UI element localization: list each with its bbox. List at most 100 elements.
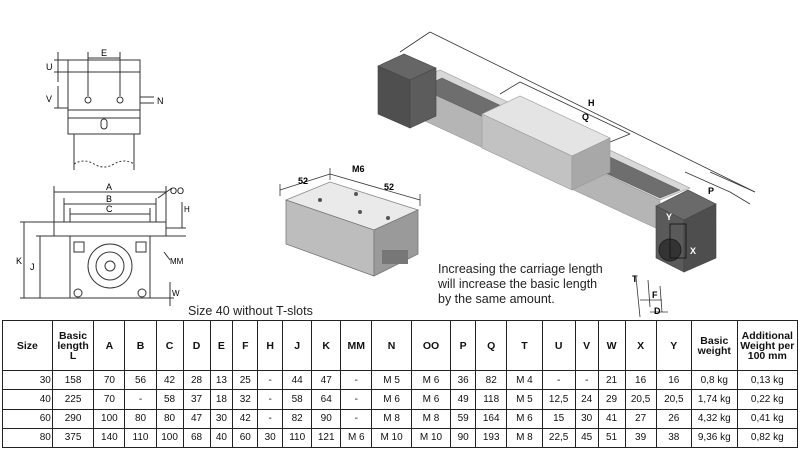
actuator-label-t: T	[632, 274, 638, 284]
header-x: X	[624, 320, 657, 371]
table-cell: 42	[232, 408, 259, 429]
header-a: A	[93, 320, 126, 371]
header-p: P	[450, 320, 477, 371]
header-mm: MM	[340, 320, 373, 371]
table-cell: 22,5	[541, 427, 576, 449]
label-j: J	[30, 262, 35, 272]
table-cell: 70	[93, 369, 126, 391]
end-block-right-side	[683, 203, 717, 273]
table-cell: 140	[93, 427, 126, 449]
actuator-label-f: F	[652, 290, 658, 300]
label-h: H	[184, 205, 190, 214]
size40-caption: Size 40 without T-slots	[188, 304, 313, 318]
table-cell: M 6	[340, 427, 373, 449]
table-cell: 90	[311, 408, 342, 429]
table-cell: 44	[282, 369, 313, 391]
table-cell: 70	[93, 389, 126, 410]
label-v: V	[46, 94, 52, 104]
header-h: H	[257, 320, 284, 371]
header-n: N	[371, 320, 412, 371]
header-v: V	[574, 320, 599, 371]
table-cell: 60	[2, 408, 53, 429]
label-mm: MM	[170, 257, 184, 266]
actuator-drawing: H Q P Y X T F D	[377, 31, 756, 318]
table-cell: 51	[597, 427, 626, 449]
table-cell: 15	[541, 408, 576, 429]
actuator-label-d: D	[654, 306, 661, 316]
header-c: C	[155, 320, 184, 371]
table-cell: M 6	[410, 389, 452, 410]
table-cell: 58	[282, 389, 313, 410]
table-cell: 21	[597, 369, 626, 391]
table-cell: 20,5	[624, 389, 657, 410]
dimension-table: Size Basic length L A B C D E F H J K MM…	[2, 320, 799, 449]
header-u: U	[541, 320, 576, 371]
table-cell: 90	[450, 427, 477, 449]
label-e: E	[101, 48, 107, 58]
table-cell: 16	[655, 369, 692, 391]
header-t: T	[506, 320, 543, 371]
table-cell: 30	[574, 408, 599, 429]
actuator-label-q: Q	[582, 112, 589, 122]
table-cell: -	[340, 389, 373, 410]
actuator-label-y: Y	[666, 212, 672, 222]
carriage-side	[571, 137, 611, 191]
carriage-label-m6: M6	[352, 164, 365, 174]
header-oo: OO	[410, 320, 452, 371]
header-w: W	[597, 320, 626, 371]
header-basic-weight: Basic weight	[690, 320, 738, 371]
table-cell: 47	[311, 369, 342, 391]
table-cell: 30	[2, 369, 53, 391]
table-cell: M 8	[410, 408, 452, 429]
carriage-length-note: Increasing the carriage length will incr…	[438, 262, 658, 307]
header-additional-weight: Additional Weight per 100 mm	[736, 320, 799, 371]
label-w: W	[172, 289, 180, 298]
table-cell: -	[257, 369, 284, 391]
table-cell: 82	[475, 369, 508, 391]
table-cell: 40	[2, 389, 53, 410]
table-cell: 1,74 kg	[690, 389, 738, 410]
table-cell: 0,8 kg	[690, 369, 738, 391]
carriage-label-52-left: 52	[298, 176, 308, 186]
table-cell: 13	[209, 369, 234, 391]
label-u: U	[46, 62, 53, 72]
table-cell: 39	[624, 427, 657, 449]
table-cell: -	[574, 369, 599, 391]
table-cell: 80	[2, 427, 53, 449]
header-q: Q	[475, 320, 508, 371]
table-cell: M 10	[371, 427, 412, 449]
table-cell: 0,22 kg	[736, 389, 799, 410]
header-basic-length: Basic length L	[51, 320, 95, 371]
table-cell: M 6	[506, 408, 543, 429]
table-cell: 80	[124, 408, 157, 429]
table-cell: 118	[475, 389, 508, 410]
table-cell: M 4	[506, 369, 543, 391]
table-cell: 58	[155, 389, 184, 410]
note-line: Increasing the carriage length	[438, 262, 603, 276]
table-cell: 100	[155, 427, 184, 449]
label-oo: OO	[170, 186, 184, 196]
table-cell: 64	[311, 389, 342, 410]
table-cell: M 6	[410, 369, 452, 391]
table-cell: M 8	[371, 408, 412, 429]
header-d: D	[182, 320, 211, 371]
table-cell: 12,5	[541, 389, 576, 410]
label-n: N	[157, 96, 164, 106]
table-cell: 110	[124, 427, 157, 449]
table-cell: 26	[655, 408, 692, 429]
table-cell: -	[257, 389, 284, 410]
table-cell: 100	[93, 408, 126, 429]
header-y: Y	[655, 320, 692, 371]
table-cell: 36	[450, 369, 477, 391]
table-cell: 4,32 kg	[690, 408, 738, 429]
note-line: will increase the basic length	[438, 277, 598, 291]
end-view-drawing: A B C OO H K J MM W	[16, 182, 190, 306]
table-cell: 59	[450, 408, 477, 429]
table-cell: 0,41 kg	[736, 408, 799, 429]
table-cell: 20,5	[655, 389, 692, 410]
carriage-label-52-right: 52	[384, 182, 394, 192]
table-cell: 0,82 kg	[736, 427, 799, 449]
